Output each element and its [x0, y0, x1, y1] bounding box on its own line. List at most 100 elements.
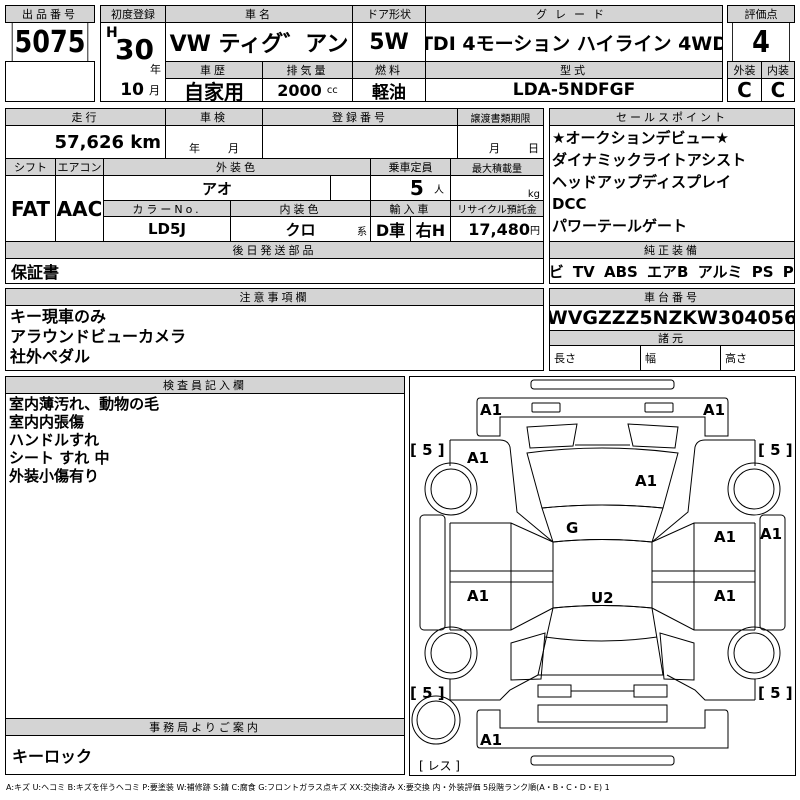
- max-load-header: 最大積載量: [450, 158, 544, 176]
- shift: FAT: [5, 175, 56, 242]
- length: 長さ: [549, 345, 641, 371]
- ac-header: エアコン: [55, 158, 104, 176]
- damage-mark: A1: [480, 401, 502, 419]
- import-type: D車: [370, 216, 411, 242]
- damage-mark: A1: [635, 472, 657, 490]
- lot-number: 5075: [11, 22, 89, 62]
- model-header: 型式: [425, 61, 723, 79]
- inspector-note: ハンドルすれ: [9, 431, 100, 449]
- damage-mark: A1: [760, 525, 782, 543]
- first-reg-year-cell: H 30 年: [100, 22, 166, 79]
- windshield: [541, 504, 664, 543]
- score-header: 評価点: [727, 5, 795, 23]
- interior-color-header: 内装色: [230, 200, 371, 217]
- rear-bumper-bar: [530, 755, 675, 766]
- sales-point: ★オークションデビュー★: [552, 129, 729, 147]
- rear-window: [537, 605, 664, 676]
- plate-header: 登録番号: [262, 108, 458, 126]
- chassis-number: WVGZZZ5NZKW304056: [549, 305, 795, 331]
- interior-color-unit: 系: [357, 227, 367, 238]
- car-name-header: 車名: [165, 5, 353, 23]
- steering-side: 右H: [410, 216, 451, 242]
- grade: TDI 4モーション ハイライン 4WD: [425, 22, 723, 62]
- color-header: 外装色: [103, 158, 371, 176]
- damage-mark: A1: [703, 401, 725, 419]
- seats-unit: 人: [434, 184, 444, 196]
- front-bumper: [476, 397, 729, 437]
- grille: [526, 423, 679, 449]
- inspector-header: 検査員記入欄: [5, 376, 405, 394]
- notes-list: キー現車のみ アラウンドビューカメラ 社外ペダル: [10, 307, 186, 367]
- era: H: [106, 25, 118, 41]
- notes-header: 注意事項欄: [5, 288, 544, 306]
- sales-points-list: ★オークションデビュー★ ダイナミックライトアシスト ヘッドアップディスプレイ …: [552, 127, 746, 237]
- interior-color-cell: クロ 系: [230, 216, 371, 242]
- seats-header: 乗車定員: [370, 158, 451, 176]
- reg-month: 10: [120, 79, 144, 100]
- exterior-grade: C: [727, 78, 762, 102]
- sales-point: ダイナミックライトアシスト: [552, 151, 747, 169]
- damage-mark: G: [566, 519, 578, 537]
- front-bumper-bar: [530, 379, 675, 390]
- inspector-note: 室内薄汚れ、動物の毛: [9, 395, 160, 413]
- tire-depth: [ 5 ]: [758, 441, 793, 459]
- mileage-header: 走行: [5, 108, 166, 126]
- displacement-header: 排気量: [262, 61, 353, 79]
- car-diagram: A1 A1 A1 A1 G A1 A1 A1 A1 U2 A1 [ 5 ] [ …: [410, 379, 793, 773]
- mileage: 57,626 km: [5, 125, 166, 159]
- reg-month-cell: 10 月: [100, 78, 166, 102]
- exterior-color: アオ: [103, 175, 331, 201]
- inspector-note: 室内内張傷: [9, 413, 85, 431]
- displacement: 2000: [277, 80, 322, 100]
- equipment-header: 純正装備: [549, 241, 795, 259]
- model-code: LDA-5NDFGF: [425, 78, 723, 102]
- headlight-left: [531, 402, 561, 413]
- lot-blank: [5, 61, 95, 102]
- reg-year: 30: [115, 33, 154, 66]
- tire-depth: [ 5 ]: [758, 684, 793, 702]
- history-header: 車歴: [165, 61, 263, 79]
- office-note: キーロック: [5, 735, 405, 775]
- interior-color: クロ: [285, 220, 316, 239]
- max-load: kg: [450, 175, 544, 201]
- door-type: 5W: [352, 22, 426, 62]
- cc-unit: cc: [326, 84, 338, 96]
- plate-number: [262, 125, 458, 159]
- sales-point: DCC: [552, 195, 587, 213]
- first-reg-header: 初度登録: [100, 5, 166, 23]
- fuel-header: 燃料: [352, 61, 426, 79]
- seats-cell: 5 人: [370, 175, 451, 201]
- sales-point: ヘッドアップディスプレイ: [552, 173, 731, 191]
- inspection-date: 年月: [165, 125, 263, 159]
- quarter-panels: [510, 632, 695, 681]
- grade-header: グレード: [425, 5, 723, 23]
- ac: AAC: [55, 175, 104, 242]
- car-name: VW ティグ゛アン: [165, 22, 353, 62]
- inspector-note: シート すれ 中: [9, 449, 110, 467]
- color-no: LD5J: [103, 216, 231, 242]
- displacement-cell: 2000 cc: [262, 78, 353, 102]
- sales-point: パワーテールゲート: [552, 217, 688, 235]
- rear-fenders: [449, 674, 756, 701]
- note: 社外ペダル: [10, 347, 91, 366]
- door-header: ドア形状: [352, 5, 426, 23]
- tail-lights: [537, 684, 668, 723]
- recycle-fee: 17,480: [468, 219, 530, 239]
- color-no-header: カラーNo.: [103, 200, 231, 217]
- damage-mark: A1: [467, 449, 489, 467]
- inspection-header: 車検: [165, 108, 263, 126]
- height: 高さ: [720, 345, 795, 371]
- front-fenders: [449, 439, 756, 543]
- interior-grade: C: [761, 78, 795, 102]
- transfer-date: 月日: [457, 125, 544, 159]
- right-sill: [759, 514, 786, 631]
- note: キー現車のみ: [10, 307, 107, 326]
- lot-number-header: 出品番号: [5, 5, 95, 23]
- damage-mark: A1: [714, 528, 736, 546]
- history: 自家用: [165, 78, 263, 102]
- tire-depth: [ 5 ]: [410, 684, 445, 702]
- inspector-list: 室内薄汚れ、動物の毛 室内内張傷 ハンドルすれ シート すれ 中 外装小傷有り: [9, 395, 159, 485]
- office-header: 事務局よりご案内: [5, 718, 405, 736]
- score: 4: [732, 22, 790, 62]
